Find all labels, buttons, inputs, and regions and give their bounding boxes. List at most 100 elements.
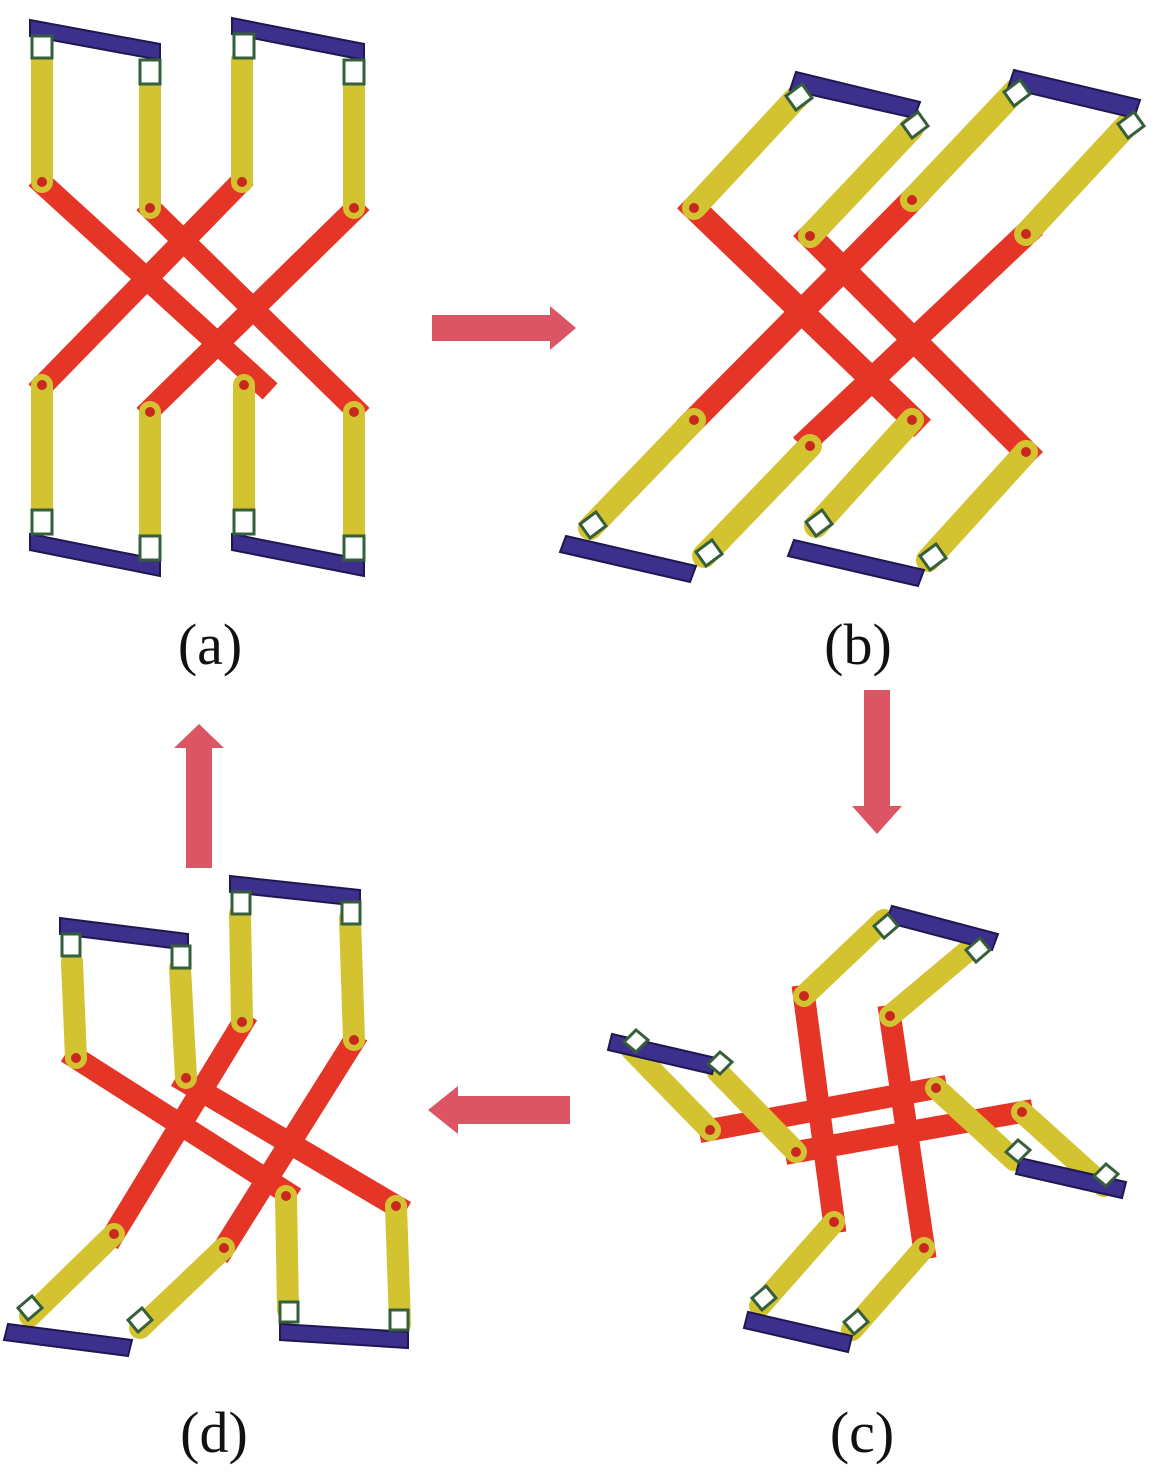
panel-b-red-link	[793, 217, 1043, 455]
panel-d-connector	[230, 890, 252, 916]
panel-d-blue-bar	[2, 1322, 134, 1358]
panel-c-joint	[931, 1083, 941, 1093]
panel-c-yellow-link	[621, 1039, 721, 1141]
panel-c-connector	[621, 1027, 651, 1055]
panel-d-joint	[391, 1201, 401, 1211]
panel-a-connector	[138, 534, 162, 562]
panel-a-red-link	[28, 169, 254, 400]
panel-a-connector	[342, 534, 366, 562]
panel-c-yellow-link	[925, 1077, 1025, 1171]
panel-a-mechanism	[28, 16, 370, 578]
panel-c-joint	[705, 1125, 715, 1135]
panel-d-yellow-link	[169, 957, 197, 1089]
panel-d-caption: (d)	[180, 1400, 248, 1465]
panel-b-yellow-link	[1014, 112, 1140, 246]
panel-d-connector	[125, 1305, 155, 1335]
panel-b-connector	[783, 81, 815, 113]
panel-c-red-link	[697, 1075, 949, 1143]
panel-d-joint	[349, 1035, 359, 1045]
panel-c-joint	[885, 1011, 895, 1021]
panel-d-joint	[281, 1191, 291, 1201]
panel-a-caption: (a)	[178, 612, 242, 677]
panel-b-connector	[803, 507, 835, 539]
panel-d-yellow-link	[385, 1195, 411, 1335]
panel-d-mechanism	[2, 874, 412, 1358]
arrow-down-icon	[852, 690, 902, 834]
panel-d-connector	[278, 1300, 300, 1324]
panel-c-connector	[871, 911, 901, 941]
arrows	[174, 306, 902, 1134]
arrow-left-icon	[428, 1086, 570, 1134]
panel-c-yellow-link	[707, 1061, 807, 1163]
panel-a-joint	[145, 407, 155, 417]
panel-c-blue-bar	[1014, 1156, 1128, 1200]
panel-a-joint	[37, 380, 47, 390]
panel-d-connector	[170, 944, 192, 970]
panel-a-joint	[37, 177, 47, 187]
panel-b-yellow-link	[578, 408, 706, 540]
panel-b-joint	[689, 203, 699, 213]
panel-b-blue-bar	[558, 534, 698, 584]
panel-b-joint	[805, 231, 815, 241]
panel-c-yellow-link	[879, 933, 987, 1027]
panel-c-connector	[963, 935, 993, 965]
panel-c-joint	[791, 1147, 801, 1157]
panel-b-connector	[577, 509, 609, 541]
panel-a-joint	[145, 203, 155, 213]
panel-c-connector	[1091, 1161, 1121, 1189]
panel-d-connector	[388, 1308, 410, 1332]
panel-b-yellow-link	[900, 78, 1028, 212]
panel-d-yellow-link	[19, 1223, 125, 1327]
panel-b-connector	[899, 109, 931, 141]
panel-a-joint	[349, 407, 359, 417]
panel-d-yellow-link	[129, 1237, 235, 1339]
panel-b-connector	[1001, 77, 1033, 109]
panel-b-caption: (b)	[824, 612, 892, 677]
panel-c-mechanism	[606, 904, 1128, 1354]
panel-c-connector	[705, 1049, 735, 1077]
panel-d-blue-bar	[279, 1322, 409, 1350]
panel-a-blue-bar	[29, 532, 161, 578]
panel-a-joint	[237, 177, 247, 187]
panel-a-connector	[232, 32, 256, 60]
panel-b-mechanism	[558, 68, 1147, 588]
panel-d-yellow-link	[229, 903, 253, 1033]
panel-d-joint	[181, 1073, 191, 1083]
panel-c-connector	[841, 1307, 871, 1337]
panel-c-joint	[829, 1217, 839, 1227]
panel-a-red-link	[136, 194, 370, 424]
panel-b-connector	[917, 541, 949, 573]
panel-b-yellow-link	[682, 84, 810, 220]
panel-d-joint	[219, 1243, 229, 1253]
panel-d-yellow-link	[275, 1185, 299, 1321]
panel-b-yellow-link	[916, 440, 1038, 572]
panel-b-yellow-link	[692, 434, 822, 568]
panel-d-connector	[340, 900, 362, 926]
panel-c-joint	[919, 1243, 929, 1253]
panel-b-yellow-link	[804, 408, 924, 538]
panel-b-joint	[805, 441, 815, 451]
panel-d-joint	[109, 1229, 119, 1239]
panel-a-connector	[30, 34, 54, 60]
panel-b-joint	[907, 415, 917, 425]
panel-c-joint	[1017, 1107, 1027, 1117]
panel-b-joint	[689, 415, 699, 425]
panel-d-joint	[71, 1053, 81, 1063]
panel-c-blue-bar	[742, 1310, 854, 1354]
panel-a-connector	[232, 508, 256, 536]
panel-b-joint	[1021, 229, 1031, 239]
panel-b-joint	[1021, 447, 1031, 457]
panel-d-yellow-link	[61, 951, 87, 1069]
panel-a-connector	[342, 58, 366, 86]
panel-b-joint	[907, 195, 917, 205]
panel-c-yellow-link	[793, 909, 895, 1007]
panel-a-connector	[138, 58, 162, 86]
panel-a-connector	[30, 508, 54, 536]
panel-d-connector	[60, 932, 82, 958]
panel-c-connector	[1003, 1137, 1033, 1165]
panel-d-yellow-link	[339, 907, 365, 1051]
panel-b-connector	[693, 537, 725, 569]
panel-b-connector	[1115, 109, 1147, 141]
panel-d-joint	[237, 1017, 247, 1027]
